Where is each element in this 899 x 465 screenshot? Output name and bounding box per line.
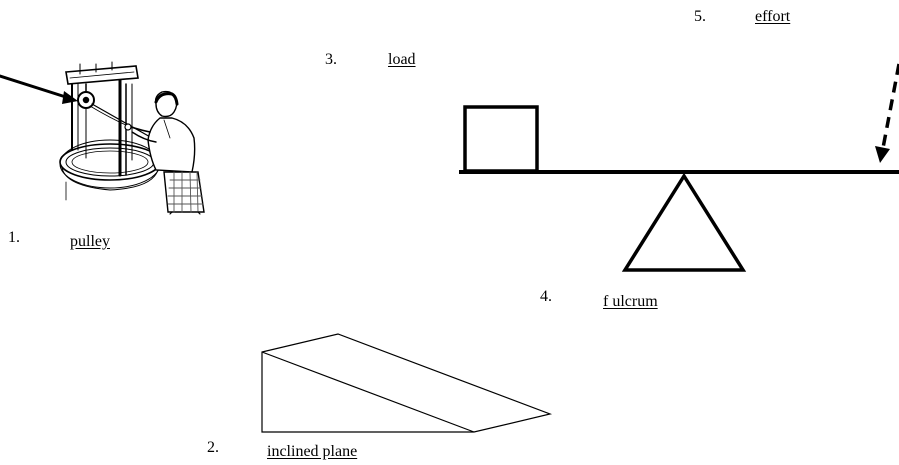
lever-diagram	[459, 63, 899, 272]
person-pulling-rope	[124, 90, 205, 215]
pulley-pointer-arrow	[0, 74, 78, 104]
effort-label: effort	[755, 8, 791, 25]
inclined-plane-label: inclined plane	[267, 443, 358, 460]
fulcrum-triangle	[621, 172, 747, 272]
well-ring	[59, 139, 161, 201]
pulley-frame	[65, 61, 139, 177]
pulley-rope	[85, 103, 153, 159]
inclined-plane-number: 2.	[207, 439, 219, 456]
load-box	[463, 105, 539, 173]
pulley-label: pulley	[70, 233, 110, 250]
pulley-number: 1.	[8, 229, 20, 246]
load-number: 3.	[325, 51, 337, 68]
fulcrum-number: 4.	[540, 288, 552, 305]
pulley-illustration	[0, 61, 205, 215]
effort-number: 5.	[694, 8, 706, 25]
effort-arrow	[875, 63, 899, 163]
inclined-plane-wedge	[261, 333, 553, 433]
fulcrum-label: f ulcrum	[603, 293, 658, 310]
load-label: load	[388, 51, 416, 68]
